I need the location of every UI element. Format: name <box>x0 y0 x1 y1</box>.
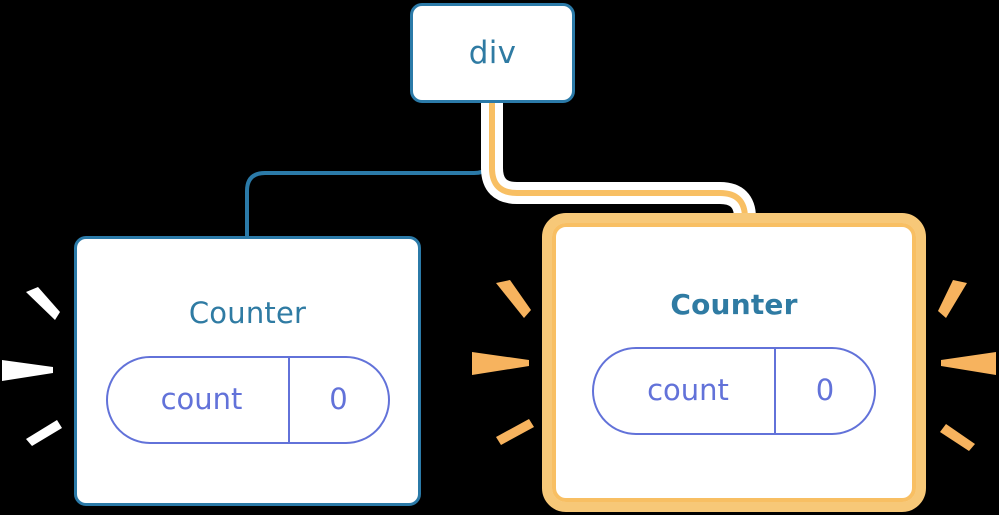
state-key-label: count <box>160 382 243 416</box>
state-pill-counter-right[interactable]: count 0 <box>592 346 876 435</box>
sparkle-ray-lower-icon <box>940 424 975 451</box>
node-counter-left[interactable]: Counter count 0 <box>74 236 421 506</box>
sparkle-ray-middle-icon <box>941 352 996 375</box>
state-key-label: count <box>647 373 729 407</box>
node-counter-left-title: Counter <box>188 295 307 330</box>
sparkle-ray-upper-icon <box>938 280 967 318</box>
sparkle-ray-lower-icon <box>26 420 62 446</box>
sparkle-right-of-counter-right <box>938 280 996 451</box>
node-counter-left-body: Counter count 0 <box>77 239 418 503</box>
sparkle-left-of-counter-right <box>472 280 534 445</box>
state-pill-counter-left[interactable]: count 0 <box>105 355 390 444</box>
node-div-label: div <box>468 34 517 71</box>
sparkle-ray-middle-icon <box>2 360 53 381</box>
edge-div-to-counter-right <box>489 103 748 228</box>
node-counter-right-title: Counter <box>670 287 798 321</box>
sparkle-left-of-counter-left <box>2 287 62 446</box>
sparkle-ray-upper-icon <box>496 280 531 318</box>
state-value-label: 0 <box>774 348 874 433</box>
sparkle-ray-middle-icon <box>472 352 529 375</box>
sparkle-ray-lower-icon <box>496 419 534 445</box>
state-value-label: 0 <box>287 357 388 442</box>
sparkle-ray-upper-icon <box>26 287 60 320</box>
node-div[interactable]: div <box>410 3 575 103</box>
node-counter-right-inner: Counter count 0 <box>552 223 916 502</box>
node-counter-right-body: Counter count 0 <box>556 227 912 498</box>
node-counter-right[interactable]: Counter count 0 <box>542 213 926 512</box>
